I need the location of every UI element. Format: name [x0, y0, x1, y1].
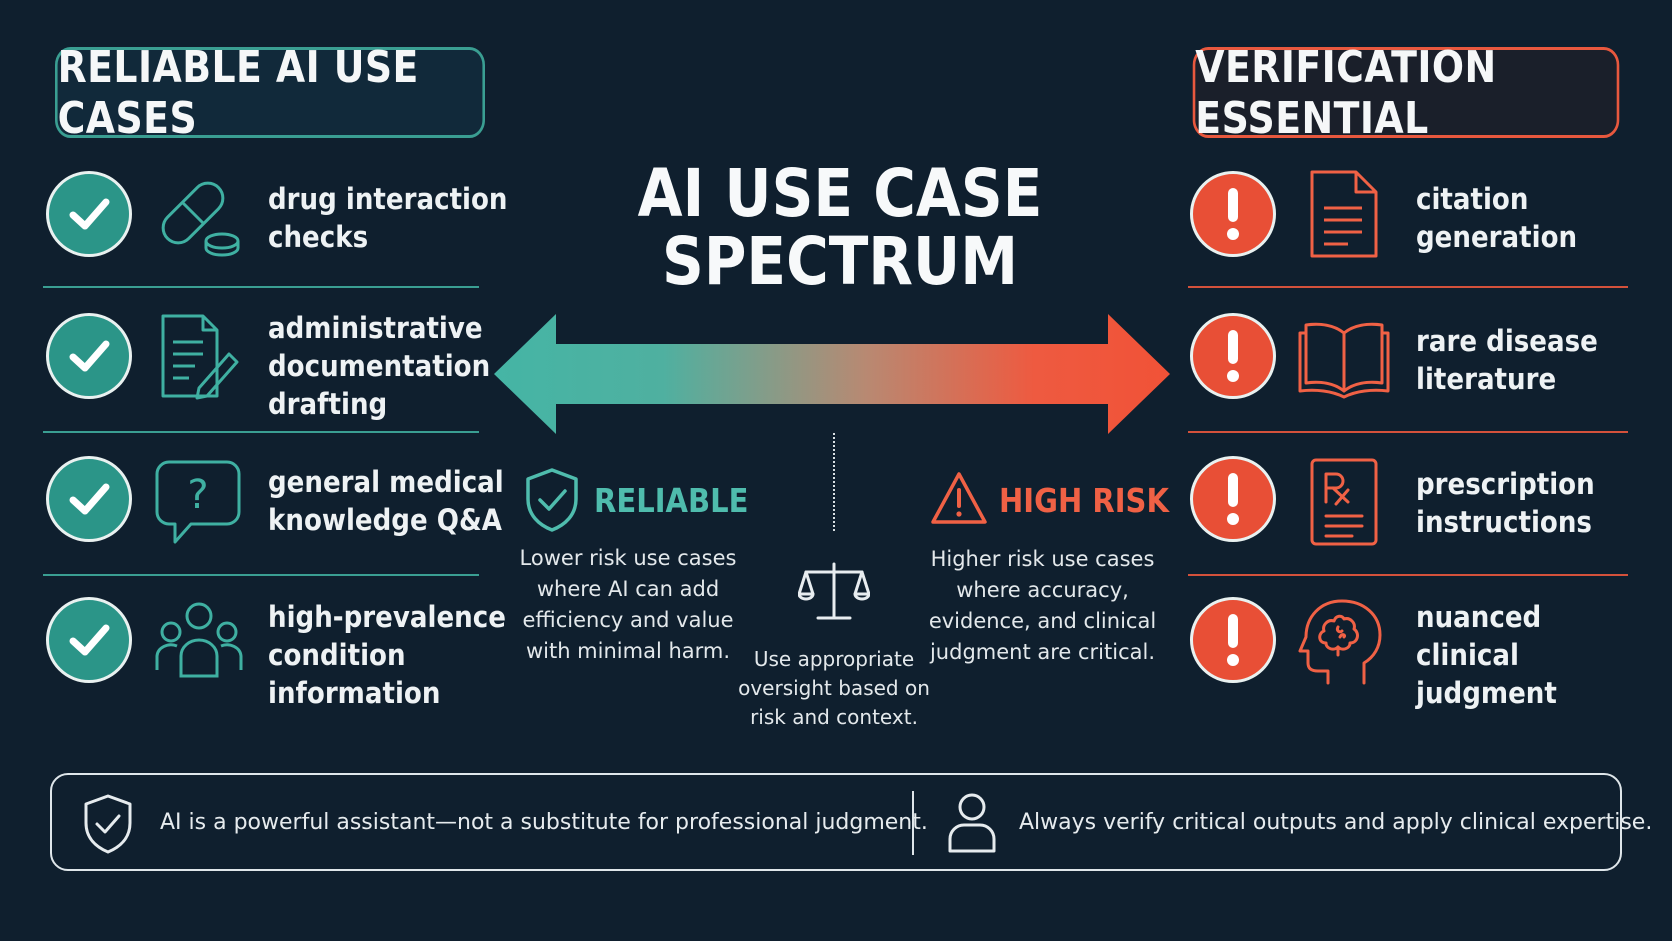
footer-right-text: Always verify critical outputs and apply…: [1019, 810, 1653, 835]
spectrum-title-line-1: AI USE CASE: [637, 155, 1043, 232]
spectrum-arrow: [494, 314, 1170, 434]
risk-desc-line-3: evidence, and clinical: [928, 609, 1157, 633]
oversight-desc-line-3: risk and context.: [750, 705, 918, 729]
check-icon: [46, 313, 132, 399]
exclamation-icon: [1190, 313, 1276, 399]
reliable-desc-line-1: Lower risk use cases: [519, 546, 737, 570]
open-book-icon: [1298, 322, 1390, 399]
shield-check-icon: [526, 468, 578, 532]
right-item-1-line-1: citation: [1416, 182, 1529, 216]
risk-desc-line-2: where accuracy,: [956, 578, 1129, 602]
scales-icon: [798, 562, 870, 620]
right-item-3-line-2: instructions: [1416, 505, 1592, 539]
svg-text:?: ?: [187, 472, 208, 518]
left-item-4-line-1: high-prevalence: [268, 600, 506, 634]
right-divider-3: [1188, 574, 1628, 576]
right-item-3-line-1: prescription: [1416, 467, 1595, 501]
left-item-4-line-2: condition: [268, 638, 406, 672]
left-divider-3: [43, 574, 479, 576]
reliable-desc-line-2: where AI can add: [536, 577, 720, 601]
right-item-4-line-3: judgment: [1416, 676, 1557, 710]
reliable-desc-line-4: with minimal harm.: [525, 639, 731, 663]
warning-triangle-icon: [931, 472, 987, 524]
shield-check-icon: [84, 794, 132, 854]
right-item-2-line-1: rare disease: [1416, 324, 1598, 358]
exclamation-icon: [1190, 171, 1276, 257]
check-icon: [46, 597, 132, 683]
reliable-desc-line-3: efficiency and value: [522, 608, 734, 632]
person-icon: [948, 793, 996, 853]
document-icon: [1310, 170, 1378, 258]
right-divider-1: [1188, 286, 1628, 288]
check-icon: [46, 456, 132, 542]
exclamation-icon: [1190, 456, 1276, 542]
right-item-2-line-2: literature: [1416, 362, 1557, 396]
left-item-2-line-2: documentation: [268, 349, 491, 383]
left-item-4-line-3: information: [268, 676, 441, 710]
right-item-4-line-2: clinical: [1416, 638, 1519, 672]
spectrum-title-line-2: SPECTRUM: [661, 223, 1018, 300]
verification-essential-header: VERIFICATION ESSENTIAL: [1192, 42, 1620, 144]
exclamation-icon: [1190, 597, 1276, 683]
check-icon: [46, 171, 132, 257]
oversight-desc-line-2: oversight based on: [738, 676, 930, 700]
document-pen-icon: [161, 314, 239, 400]
reliable-use-cases-header: RELIABLE AI USE CASES: [55, 42, 485, 144]
left-item-1-line-2: checks: [268, 220, 369, 254]
left-item-2-line-3: drafting: [268, 387, 388, 421]
risk-desc-line-4: judgment are critical.: [929, 640, 1156, 664]
left-divider-2: [43, 431, 479, 433]
prescription-icon: [1310, 458, 1378, 546]
left-divider-1: [43, 286, 479, 288]
risk-desc-line-1: Higher risk use cases: [930, 547, 1155, 571]
spectrum-midpoint-line: [833, 433, 835, 531]
right-item-1-line-2: generation: [1416, 220, 1578, 254]
pill-icon: [161, 181, 240, 257]
oversight-desc-line-1: Use appropriate: [753, 647, 915, 671]
footer-banner: AI is a powerful assistant—not a substit…: [50, 773, 1652, 871]
people-group-icon: [155, 602, 243, 678]
reliable-label: RELIABLE: [594, 481, 749, 520]
footer-divider: [912, 791, 914, 855]
footer-left-text: AI is a powerful assistant—not a substit…: [160, 810, 928, 835]
brain-head-icon: [1298, 599, 1382, 685]
left-item-2-line-1: administrative: [268, 311, 483, 345]
high-risk-label: HIGH RISK: [999, 481, 1169, 520]
left-item-1-line-1: drug interaction: [268, 182, 508, 216]
right-divider-2: [1188, 431, 1628, 433]
question-bubble-icon: ?: [155, 460, 241, 544]
right-item-4-line-1: nuanced: [1416, 600, 1542, 634]
left-item-3-line-2: knowledge Q&A: [268, 503, 502, 537]
left-item-3-line-1: general medical: [268, 465, 504, 499]
